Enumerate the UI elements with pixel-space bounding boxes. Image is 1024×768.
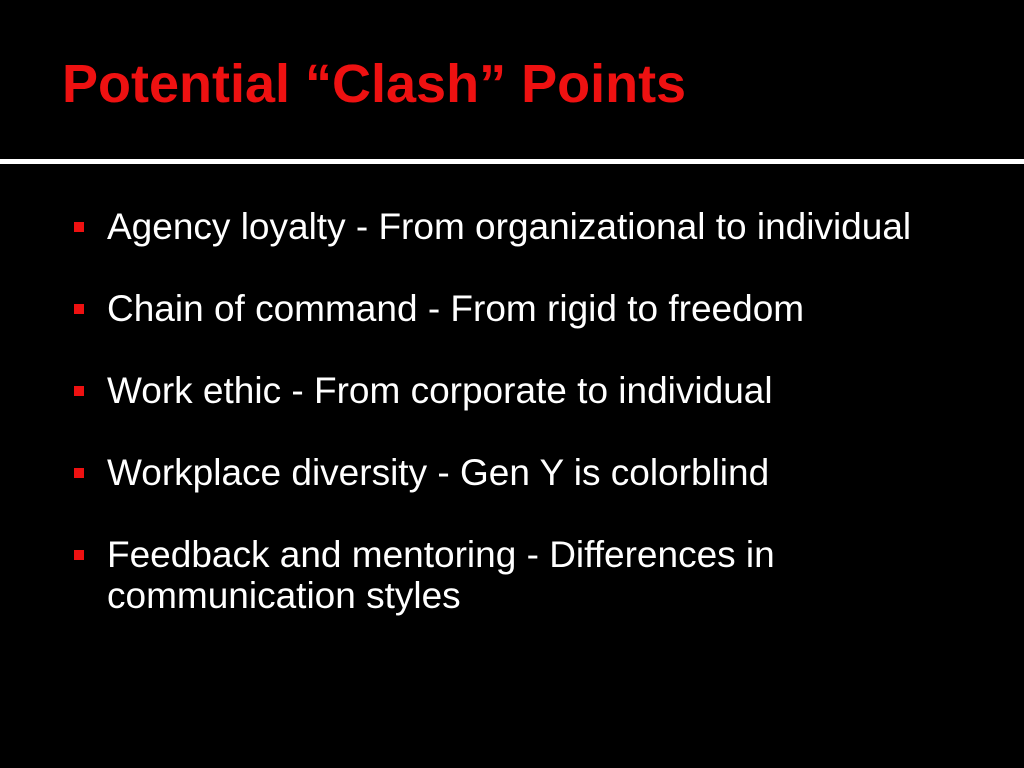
bullet-item: Workplace diversity - Gen Y is colorblin… (72, 452, 972, 493)
title-divider (0, 159, 1024, 164)
square-bullet-icon (74, 304, 84, 314)
slide-title: Potential “Clash” Points (62, 54, 687, 114)
square-bullet-icon (74, 386, 84, 396)
square-bullet-icon (74, 222, 84, 232)
bullet-text: Feedback and mentoring - Differences in … (107, 534, 775, 616)
bullet-item: Agency loyalty - From organizational to … (72, 206, 972, 247)
square-bullet-icon (74, 550, 84, 560)
bullet-text: Work ethic - From corporate to individua… (107, 370, 773, 411)
bullet-item: Feedback and mentoring - Differences in … (72, 534, 972, 616)
bullet-text: Agency loyalty - From organizational to … (107, 206, 912, 247)
bullet-list: Agency loyalty - From organizational to … (72, 206, 972, 616)
bullet-item: Work ethic - From corporate to individua… (72, 370, 972, 411)
square-bullet-icon (74, 468, 84, 478)
bullet-text: Chain of command - From rigid to freedom (107, 288, 805, 329)
bullet-text: Workplace diversity - Gen Y is colorblin… (107, 452, 770, 493)
bullet-item: Chain of command - From rigid to freedom (72, 288, 972, 329)
